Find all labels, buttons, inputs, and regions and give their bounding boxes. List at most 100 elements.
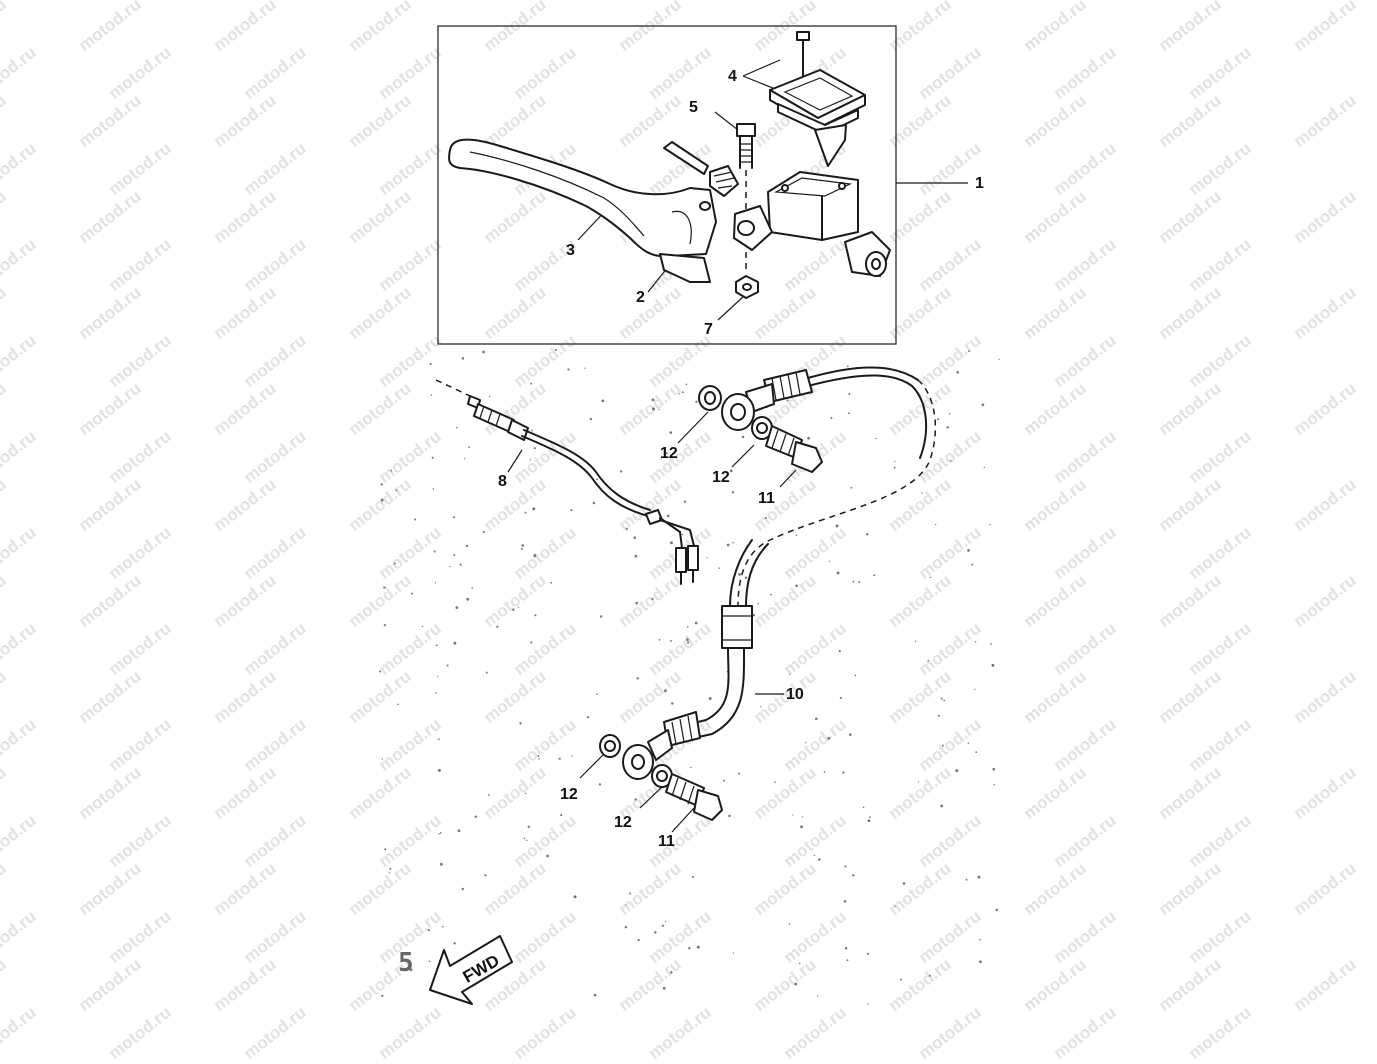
noise-dot <box>666 514 670 518</box>
master-cylinder-body <box>733 171 891 277</box>
noise-dot <box>381 758 383 760</box>
noise-dot <box>774 781 776 783</box>
noise-dot <box>764 517 767 519</box>
noise-dot <box>651 597 654 601</box>
noise-dot <box>669 639 672 642</box>
noise-dot <box>449 565 451 568</box>
noise-dot <box>453 554 456 556</box>
noise-dot <box>523 837 526 840</box>
noise-dot <box>531 429 533 432</box>
noise-dot <box>974 641 977 643</box>
noise-dot <box>894 905 896 908</box>
noise-dot <box>718 567 720 569</box>
noise-dot <box>436 675 439 678</box>
noise-dot <box>471 586 474 589</box>
noise-dot <box>867 819 871 823</box>
noise-dot <box>979 938 982 941</box>
noise-dot <box>789 673 791 675</box>
noise-dot <box>708 697 712 700</box>
noise-dot <box>928 974 931 977</box>
noise-dot <box>658 639 661 641</box>
noise-dot <box>681 533 684 536</box>
noise-dot <box>974 688 976 691</box>
noise-dot <box>990 643 992 645</box>
noise-dot <box>573 895 577 899</box>
noise-dot <box>940 804 944 808</box>
callout-2: 2 <box>636 289 645 306</box>
noise-dot <box>752 613 756 617</box>
noise-dot <box>669 431 673 434</box>
noise-dot <box>943 699 946 702</box>
noise-dot <box>433 550 436 553</box>
pivot-nut <box>735 252 759 299</box>
noise-dot <box>381 994 384 997</box>
noise-dot <box>437 738 440 740</box>
callout-3: 3 <box>566 242 575 259</box>
noise-dot <box>558 757 561 760</box>
upper-banjo <box>698 383 823 473</box>
noise-dot <box>439 862 443 866</box>
noise-dot <box>438 832 440 835</box>
noise-dot <box>858 581 861 584</box>
noise-dot <box>380 483 383 486</box>
noise-dot <box>757 602 759 605</box>
noise-dot <box>388 871 391 874</box>
brake-hose <box>663 366 937 747</box>
noise-dot <box>554 348 558 352</box>
noise-dot <box>786 399 789 402</box>
noise-dot <box>482 350 485 354</box>
noise-dot <box>464 458 466 460</box>
noise-dot <box>940 697 943 700</box>
noise-dot <box>927 659 930 662</box>
noise-dot <box>620 470 623 473</box>
noise-dot <box>814 717 818 721</box>
noise-dot <box>995 908 999 912</box>
noise-dot <box>993 784 995 786</box>
noise-dot <box>461 887 464 891</box>
noise-dot <box>534 614 537 617</box>
noise-dot <box>992 767 996 771</box>
noise-dot <box>786 690 788 693</box>
noise-dot <box>414 518 417 521</box>
noise-dot <box>838 650 841 653</box>
noise-dot <box>625 904 627 906</box>
noise-dot <box>818 858 821 861</box>
noise-dot <box>741 435 745 439</box>
noise-dot <box>488 395 491 398</box>
noise-dot <box>538 758 540 760</box>
noise-dot <box>849 733 852 736</box>
noise-dot <box>900 978 902 981</box>
noise-dot <box>599 615 603 618</box>
noise-dot <box>546 854 549 858</box>
side-mark: 5 <box>398 948 414 978</box>
noise-dot <box>827 736 831 740</box>
noise-dot <box>654 931 657 934</box>
noise-dot <box>395 489 398 492</box>
noise-dot <box>706 557 708 559</box>
noise-dot <box>723 779 726 782</box>
noise-dot <box>950 459 952 462</box>
noise-dot <box>798 962 801 965</box>
noise-dot <box>455 606 459 609</box>
noise-dot <box>683 500 687 503</box>
noise-dot <box>956 370 960 374</box>
noise-dot <box>532 507 536 511</box>
noise-dot <box>520 548 523 550</box>
noise-dot <box>894 460 896 462</box>
noise-dot <box>586 716 590 719</box>
noise-dot <box>651 398 655 402</box>
callout-10: 10 <box>786 686 804 703</box>
noise-dot <box>975 751 978 753</box>
noise-dot <box>512 608 515 611</box>
noise-dot <box>983 466 986 469</box>
noise-dot <box>694 621 698 625</box>
noise-dot <box>379 670 382 673</box>
noise-dot <box>989 524 991 526</box>
noise-dot <box>866 533 869 536</box>
noise-dot <box>633 536 636 539</box>
noise-dot <box>848 393 851 395</box>
noise-dot <box>823 771 826 773</box>
noise-dot <box>439 832 442 834</box>
noise-dot <box>792 814 794 816</box>
